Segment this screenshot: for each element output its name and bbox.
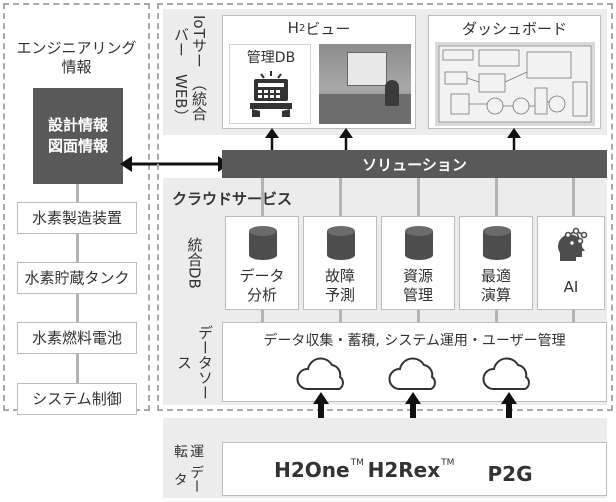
dashboard-panel: ダッシュボード	[428, 15, 601, 129]
solution-bar: ソリューション	[222, 150, 607, 178]
dashboard-screenshot	[435, 42, 595, 126]
iot-server-label-line1: IoTサーバー	[172, 15, 208, 68]
engineering-info-title-line2: 情報	[61, 58, 92, 76]
datasource-label: データソース	[175, 324, 214, 400]
device-box-system-control: システム制御	[17, 383, 137, 415]
device-box-hydrogen-storage: 水素貯蔵タンク	[17, 262, 137, 294]
module-label-line1: データ	[239, 267, 285, 286]
module-label-line1: 資源	[402, 267, 433, 286]
database-icon	[483, 226, 511, 260]
module-optimization: 最適 演算	[459, 216, 533, 310]
database-icon	[405, 226, 433, 260]
operation-data-label: 運転 データ	[168, 440, 208, 496]
device-label-fuel-cell: 水素燃料電池	[31, 328, 122, 347]
module-label-line1: AI	[563, 277, 579, 296]
module-resource-management: 資源 管理	[381, 216, 455, 310]
database-icon	[327, 226, 355, 260]
mgmt-db-label: 管理DB	[246, 50, 296, 66]
module-label-line1: 故障	[324, 267, 355, 286]
person-figure	[385, 80, 399, 106]
solution-label: ソリューション	[362, 155, 467, 174]
cloud-icon	[388, 357, 436, 390]
ai-brain-icon	[558, 227, 588, 261]
product-name: H2Rex	[367, 458, 441, 482]
product-p2g: P2G	[470, 458, 550, 490]
product-name: P2G	[487, 462, 533, 486]
module-label-line2: 予測	[324, 286, 355, 304]
operation-data-label-line1: 運転	[172, 444, 205, 459]
h2-view-title-subscript: 2	[298, 22, 306, 34]
database-icon	[249, 226, 277, 260]
design-info-label: 設計情報	[47, 116, 108, 134]
cloud-service-title: クラウドサービス	[172, 190, 293, 208]
engineering-info-title: エンジニアリング 情報	[5, 36, 148, 80]
dashboard-title: ダッシュボード	[461, 19, 567, 38]
drawing-info-label: 図面情報	[47, 137, 108, 155]
up-arrow-to-photo	[339, 128, 353, 152]
up-arrow-to-h2view	[265, 128, 279, 152]
products-panel	[222, 442, 607, 496]
module-data-analysis: データ 分析	[225, 216, 299, 310]
device-label-hydrogen-production: 水素製造装置	[31, 208, 122, 227]
trademark-mark: TM	[350, 458, 364, 468]
iot-server-label: IoTサーバー （統合WEB）	[167, 15, 213, 129]
design-info-block: 設計情報 図面情報	[33, 88, 123, 184]
product-name: H2One	[274, 458, 350, 482]
device-box-hydrogen-production: 水素製造装置	[17, 202, 137, 234]
iot-server-label-line2: （統合WEB）	[172, 73, 208, 124]
projector-screen	[347, 52, 387, 86]
device-box-fuel-cell: 水素燃料電池	[17, 322, 137, 354]
datasource-panel: データ収集・蓄積, システム運用・ユーザー管理	[222, 322, 607, 402]
engineering-info-title-line1: エンジニアリング	[16, 39, 137, 58]
cloud-icon	[296, 357, 344, 390]
up-arrow-to-dashboard	[507, 128, 521, 152]
datasource-text: データ収集・蓄積, システム運用・ユーザー管理	[263, 333, 566, 349]
cloud-icon	[482, 357, 530, 390]
module-label-line2: 演算	[480, 286, 511, 304]
module-label-line2: 分析	[246, 286, 277, 304]
module-label-line1: 最適	[480, 267, 511, 286]
module-label-line2: 管理	[402, 286, 433, 304]
h2-view-title-suffix: ビュー	[305, 19, 351, 38]
module-ai: AI	[537, 216, 605, 310]
device-label-hydrogen-storage: 水素貯蔵タンク	[24, 268, 130, 287]
terminal-icon	[250, 71, 292, 117]
device-label-system-control: システム制御	[32, 389, 122, 408]
meeting-room-photo	[319, 44, 411, 124]
integrated-db-label: 統合DB	[185, 237, 204, 289]
trademark-mark: TM	[441, 458, 455, 468]
mgmt-db-card: 管理DB	[229, 44, 311, 124]
operation-data-label-line2: データ	[172, 465, 205, 494]
module-failure-prediction: 故障 予測	[303, 216, 377, 310]
h2-view-title-prefix: H	[287, 19, 299, 37]
system-panel	[157, 3, 613, 411]
